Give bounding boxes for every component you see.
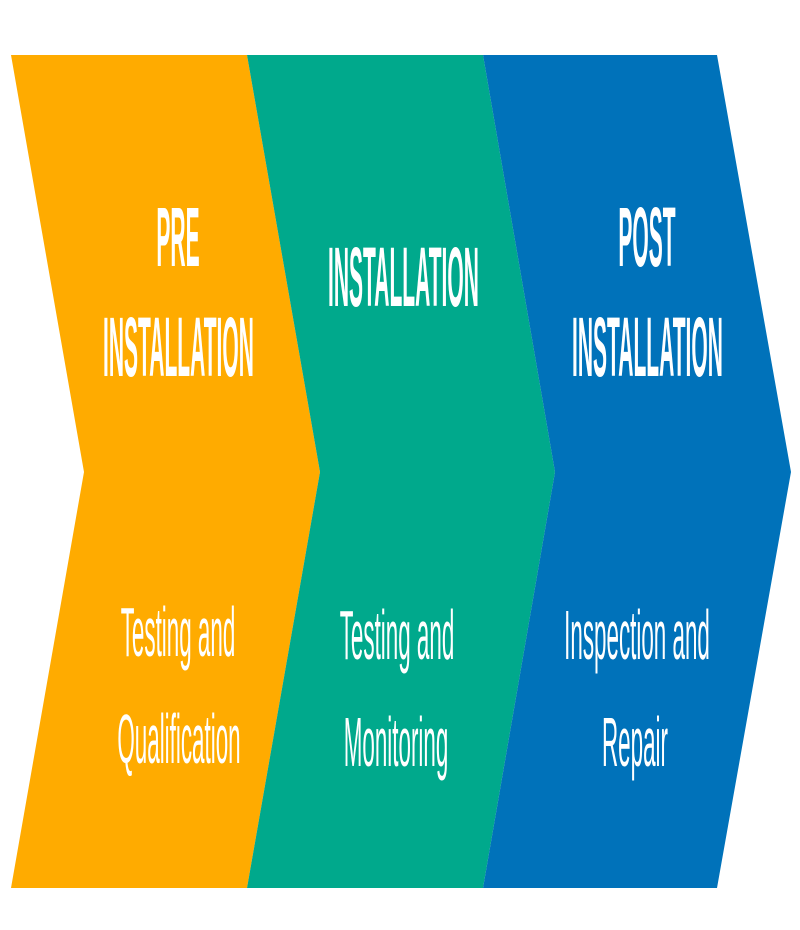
stage-1-title-line-1: PRE [156,190,200,284]
stage-1-desc-line-2: Qualification [117,700,241,778]
stage-2-title: INSTALLATION [328,230,479,324]
stage-3-desc-line-2: Repair [602,703,668,781]
stage-1-title-line-2: INSTALLATION [103,300,254,394]
stage-3-title-line-2: INSTALLATION [572,300,723,394]
stage-2-desc-line-1: Testing and [339,596,455,674]
post-installation-chevron [483,55,791,888]
stage-1-desc-line-1: Testing and [120,593,236,671]
stage-2-desc-line-2: Monitoring [343,703,449,781]
installation-chevron [247,55,555,888]
pre-installation-chevron [11,55,320,888]
stage-3-title-line-1: POST [618,190,676,284]
stage-3-desc-line-1: Inspection and [564,596,710,674]
